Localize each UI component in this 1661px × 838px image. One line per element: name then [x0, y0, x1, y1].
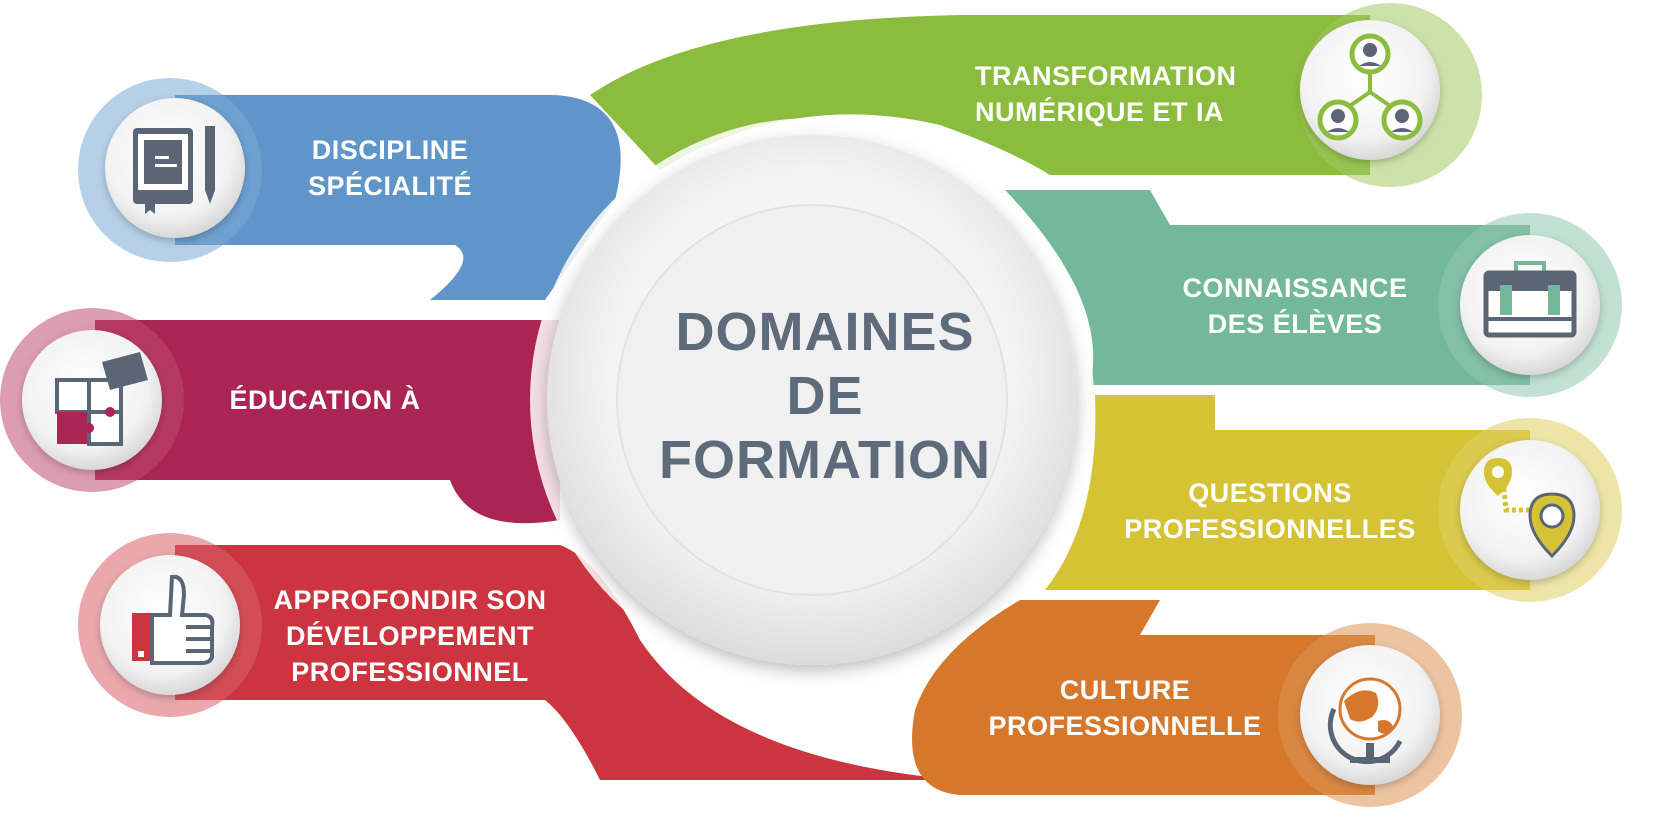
label-line: QUESTIONS [1188, 478, 1352, 508]
label-line: DES ÉLÈVES [1207, 309, 1383, 339]
label-discipline: DISCIPLINE SPÉCIALITÉ [275, 132, 505, 204]
map-route-icon [1460, 440, 1600, 580]
label-line: PROFESSIONNELLES [1124, 514, 1416, 544]
label-education: ÉDUCATION À [200, 382, 450, 418]
label-line: PROFESSIONNEL [291, 657, 529, 687]
label-line: SPÉCIALITÉ [307, 171, 473, 201]
briefcase-icon [1460, 235, 1600, 375]
label-connaissance: CONNAISSANCE DES ÉLÈVES [1160, 270, 1430, 342]
label-line: TRANSFORMATION [975, 61, 1237, 91]
center-circle [530, 118, 1094, 682]
label-transformation: TRANSFORMATION NUMÉRIQUE ET IA [975, 58, 1275, 130]
thumbs-up-icon [100, 555, 240, 695]
puzzle-icon [22, 330, 162, 470]
label-questions: QUESTIONS PROFESSIONNELLES [1105, 475, 1435, 547]
center-title-line: FORMATION [659, 430, 991, 490]
center-title: DOMAINES DE FORMATION [645, 300, 1005, 492]
network-people-icon [1300, 20, 1440, 160]
label-line: NUMÉRIQUE ET IA [975, 97, 1225, 127]
label-line: DÉVELOPPEMENT [285, 621, 535, 651]
label-line: APPROFONDIR SON [273, 585, 547, 615]
label-culture: CULTURE PROFESSIONNELLE [975, 672, 1275, 744]
globe-icon [1300, 645, 1440, 785]
label-line: PROFESSIONNELLE [988, 711, 1262, 741]
label-line: ÉDUCATION À [229, 385, 421, 415]
book-pencil-icon [105, 98, 245, 238]
label-approfondir: APPROFONDIR SON DÉVELOPPEMENT PROFESSION… [255, 582, 565, 690]
label-line: CULTURE [1059, 675, 1191, 705]
center-title-line: DOMAINES [675, 302, 975, 362]
label-line: CONNAISSANCE [1182, 273, 1408, 303]
center-title-line: DE [786, 366, 864, 426]
label-line: DISCIPLINE [311, 135, 469, 165]
